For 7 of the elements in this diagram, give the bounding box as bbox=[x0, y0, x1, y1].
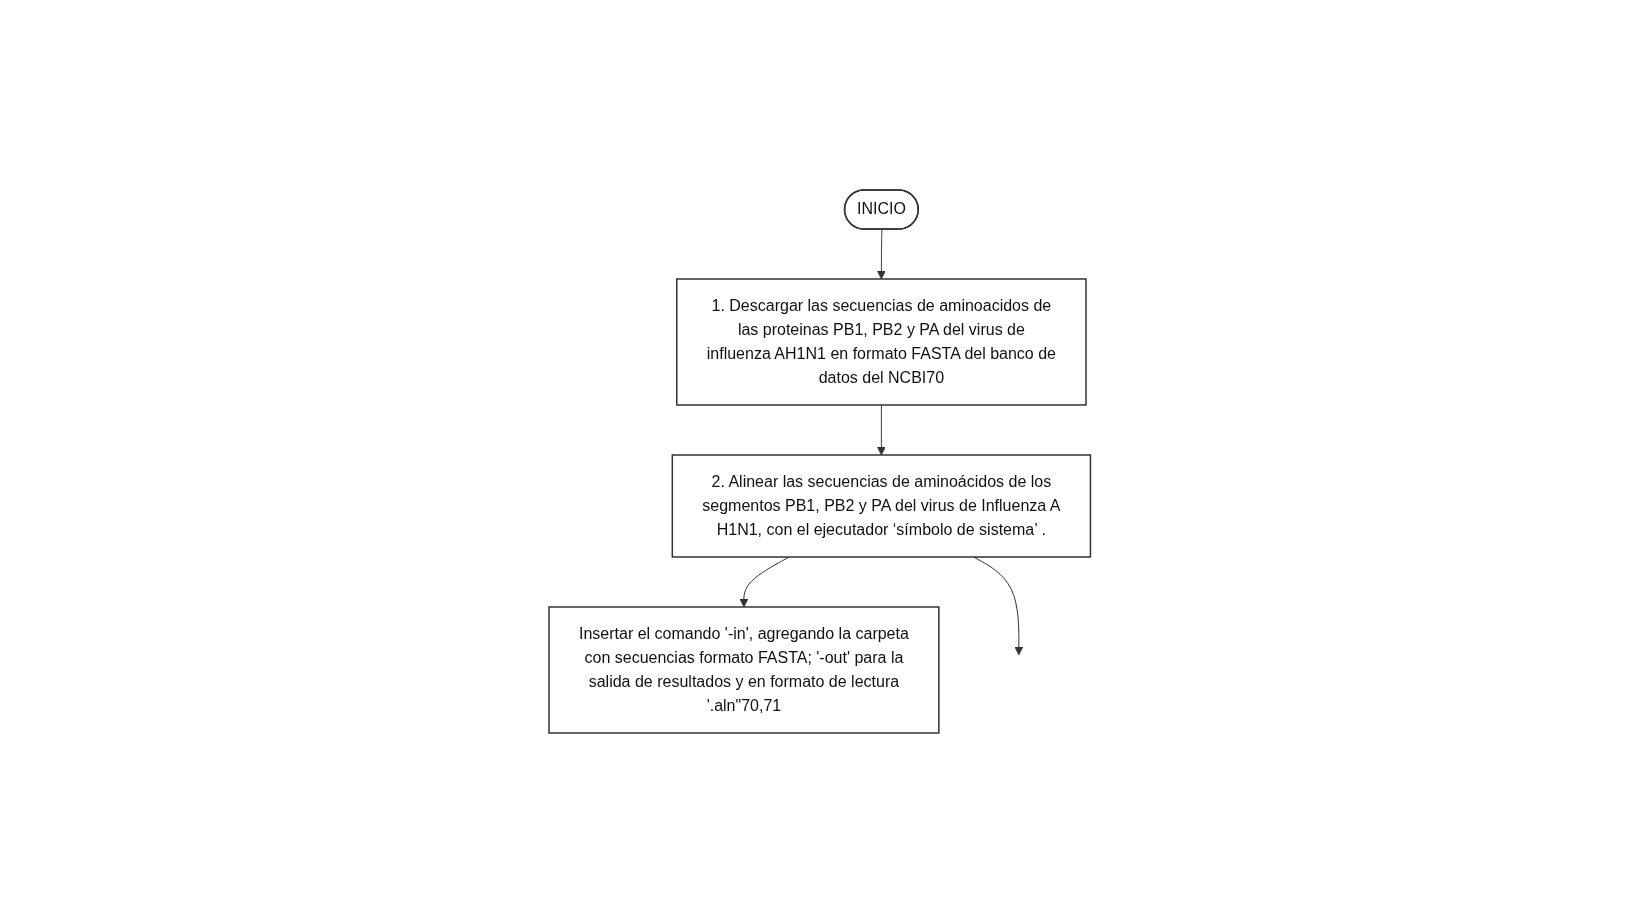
node-box: 1. Descargar las secuencias de aminoacidos de las proteinas PB1, PB2 y PA del virus de influenza AH1N1 en formato FASTA del banco de datos del NCBI70 bbox=[675, 278, 1087, 406]
arrow bbox=[876, 229, 886, 280]
arrow bbox=[972, 556, 1023, 656]
node-box: Insertar el comando '-in', agregando la carpeta con secuencias formato FASTA; '-out' para la salida de resultados y en formato de lectura '.aln"70,71 bbox=[548, 606, 940, 734]
node-box: 2. Alinear las secuencias de aminoácidos de los segmentos PB1, PB2 y PA del virus de Influenza A H1N1, con el ejecutador ‘símbolo de sistema’ . bbox=[671, 454, 1091, 558]
arrow bbox=[876, 404, 886, 456]
arrow bbox=[739, 556, 790, 608]
